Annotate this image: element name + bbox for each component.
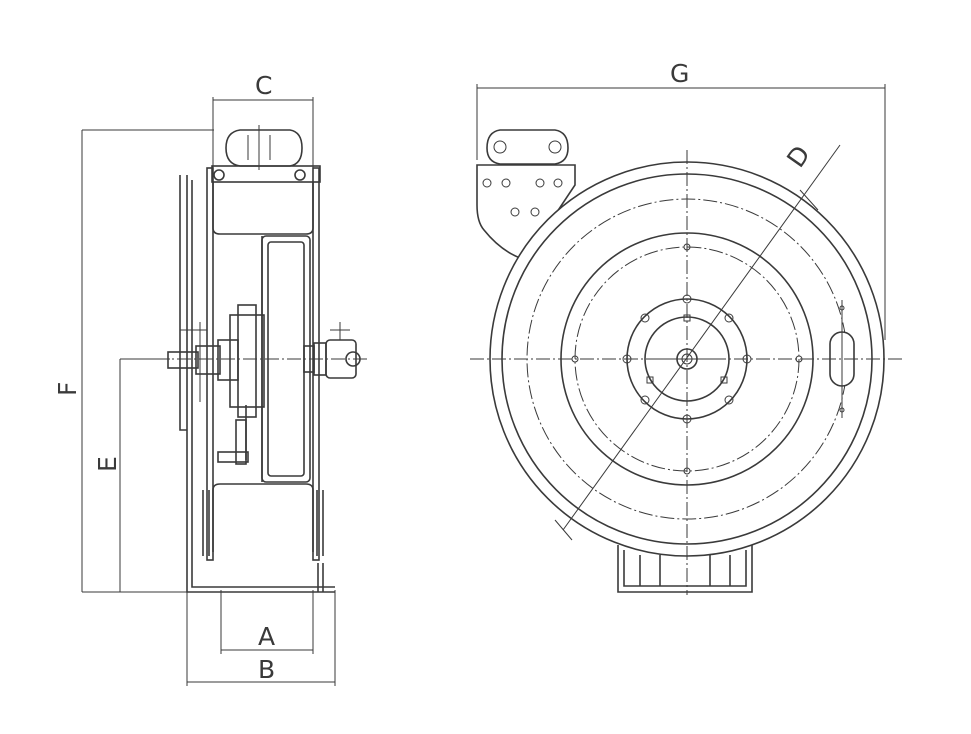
label-e: E [93, 456, 122, 472]
dimension-e: E [93, 358, 170, 592]
label-f: F [53, 382, 82, 396]
label-b: B [258, 655, 275, 684]
dimension-b: B [186, 590, 336, 686]
label-c: C [255, 71, 272, 100]
front-view: G [470, 59, 905, 595]
dimension-a: A [220, 590, 314, 654]
side-view: F E C A B [53, 71, 370, 686]
top-handle [211, 125, 321, 183]
base-bracket [617, 545, 753, 593]
label-d: D [781, 140, 816, 172]
frame-plates [179, 167, 320, 561]
dimension-f: F [53, 129, 214, 593]
support-legs [202, 490, 324, 556]
label-g: G [670, 59, 689, 88]
dimension-c: C [212, 71, 314, 170]
dimension-g: G [476, 59, 886, 340]
upper-hose-coil [212, 182, 314, 552]
base-foot [186, 175, 335, 593]
label-a: A [258, 622, 275, 651]
pitch-circle-mid [574, 246, 800, 472]
spring-hub [167, 304, 265, 465]
